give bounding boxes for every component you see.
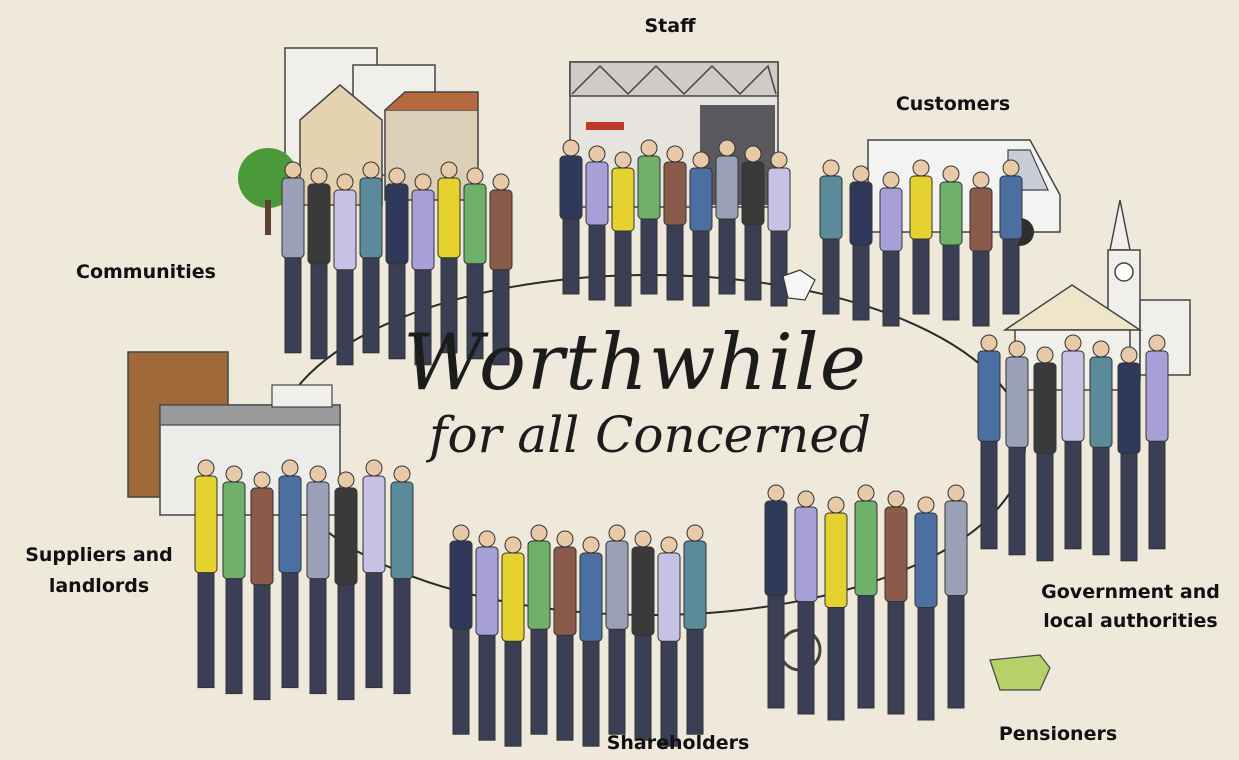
person-figure bbox=[333, 173, 357, 366]
person-figure bbox=[879, 171, 903, 327]
person-figure bbox=[909, 159, 933, 315]
label-government-line2: local authorities bbox=[1043, 610, 1218, 632]
person-figure bbox=[449, 524, 473, 735]
person-figure bbox=[1089, 340, 1113, 556]
label-customers: Customers bbox=[895, 93, 1011, 115]
person-figure bbox=[359, 161, 383, 354]
person-figure bbox=[914, 496, 938, 721]
person-figure bbox=[1033, 346, 1057, 562]
person-figure bbox=[281, 161, 305, 354]
title-worthwhile: Worthwhile bbox=[403, 318, 867, 408]
person-figure bbox=[475, 530, 499, 741]
person-figure bbox=[824, 496, 848, 721]
title-subtitle: for all Concerned bbox=[429, 406, 871, 464]
person-figure bbox=[489, 173, 513, 366]
person-figure bbox=[663, 145, 687, 301]
person-figure bbox=[767, 151, 791, 307]
person-figure bbox=[411, 173, 435, 366]
label-pensioners: Pensioners bbox=[998, 723, 1118, 745]
person-figure bbox=[939, 165, 963, 321]
person-figure bbox=[579, 536, 603, 747]
person-figure bbox=[527, 524, 551, 735]
person-figure bbox=[1117, 346, 1141, 562]
customers-group bbox=[819, 139, 1061, 327]
person-figure bbox=[764, 484, 788, 709]
person-figure bbox=[437, 161, 461, 354]
person-figure bbox=[854, 484, 878, 709]
person-figure bbox=[553, 530, 577, 741]
person-figure bbox=[334, 471, 358, 701]
person-figure bbox=[683, 524, 707, 735]
person-figure bbox=[306, 465, 330, 695]
person-figure bbox=[385, 167, 409, 360]
person-figure bbox=[278, 459, 302, 689]
person-figure bbox=[605, 524, 629, 735]
person-figure bbox=[999, 159, 1023, 315]
person-figure bbox=[977, 334, 1001, 550]
person-figure bbox=[689, 151, 713, 307]
person-figure bbox=[501, 536, 525, 747]
person-figure bbox=[1061, 334, 1085, 550]
person-figure bbox=[1145, 334, 1169, 550]
person-figure bbox=[884, 490, 908, 715]
person-figure bbox=[741, 145, 765, 301]
suppliers-group bbox=[127, 351, 414, 701]
person-figure bbox=[194, 459, 218, 689]
label-staff: Staff bbox=[644, 15, 696, 37]
person-figure bbox=[390, 465, 414, 695]
person-figure bbox=[222, 465, 246, 695]
person-figure bbox=[715, 139, 739, 295]
person-figure bbox=[794, 490, 818, 715]
label-government-line1: Government and bbox=[1041, 581, 1220, 603]
communities-group bbox=[238, 47, 513, 366]
person-figure bbox=[637, 139, 661, 295]
person-figure bbox=[657, 536, 681, 747]
government-group bbox=[977, 199, 1191, 562]
shareholders-group bbox=[449, 524, 707, 747]
person-figure bbox=[1005, 340, 1029, 556]
person-figure bbox=[611, 151, 635, 307]
label-shareholders: Shareholders bbox=[606, 732, 750, 754]
person-figure bbox=[969, 171, 993, 327]
person-figure bbox=[585, 145, 609, 301]
pensioners-group bbox=[764, 484, 1051, 721]
person-figure bbox=[463, 167, 487, 360]
label-communities: Communities bbox=[76, 261, 216, 283]
person-figure bbox=[362, 459, 386, 689]
dog-figure bbox=[782, 269, 816, 301]
person-figure bbox=[307, 167, 331, 360]
person-figure bbox=[849, 165, 873, 321]
person-figure bbox=[559, 139, 583, 295]
person-figure bbox=[631, 530, 655, 741]
label-suppliers-line2: landlords bbox=[48, 575, 150, 597]
label-suppliers-line1: Suppliers and bbox=[25, 544, 173, 566]
person-figure bbox=[250, 471, 274, 701]
staff-group bbox=[559, 61, 791, 307]
person-figure bbox=[819, 159, 843, 315]
person-figure bbox=[944, 484, 968, 709]
